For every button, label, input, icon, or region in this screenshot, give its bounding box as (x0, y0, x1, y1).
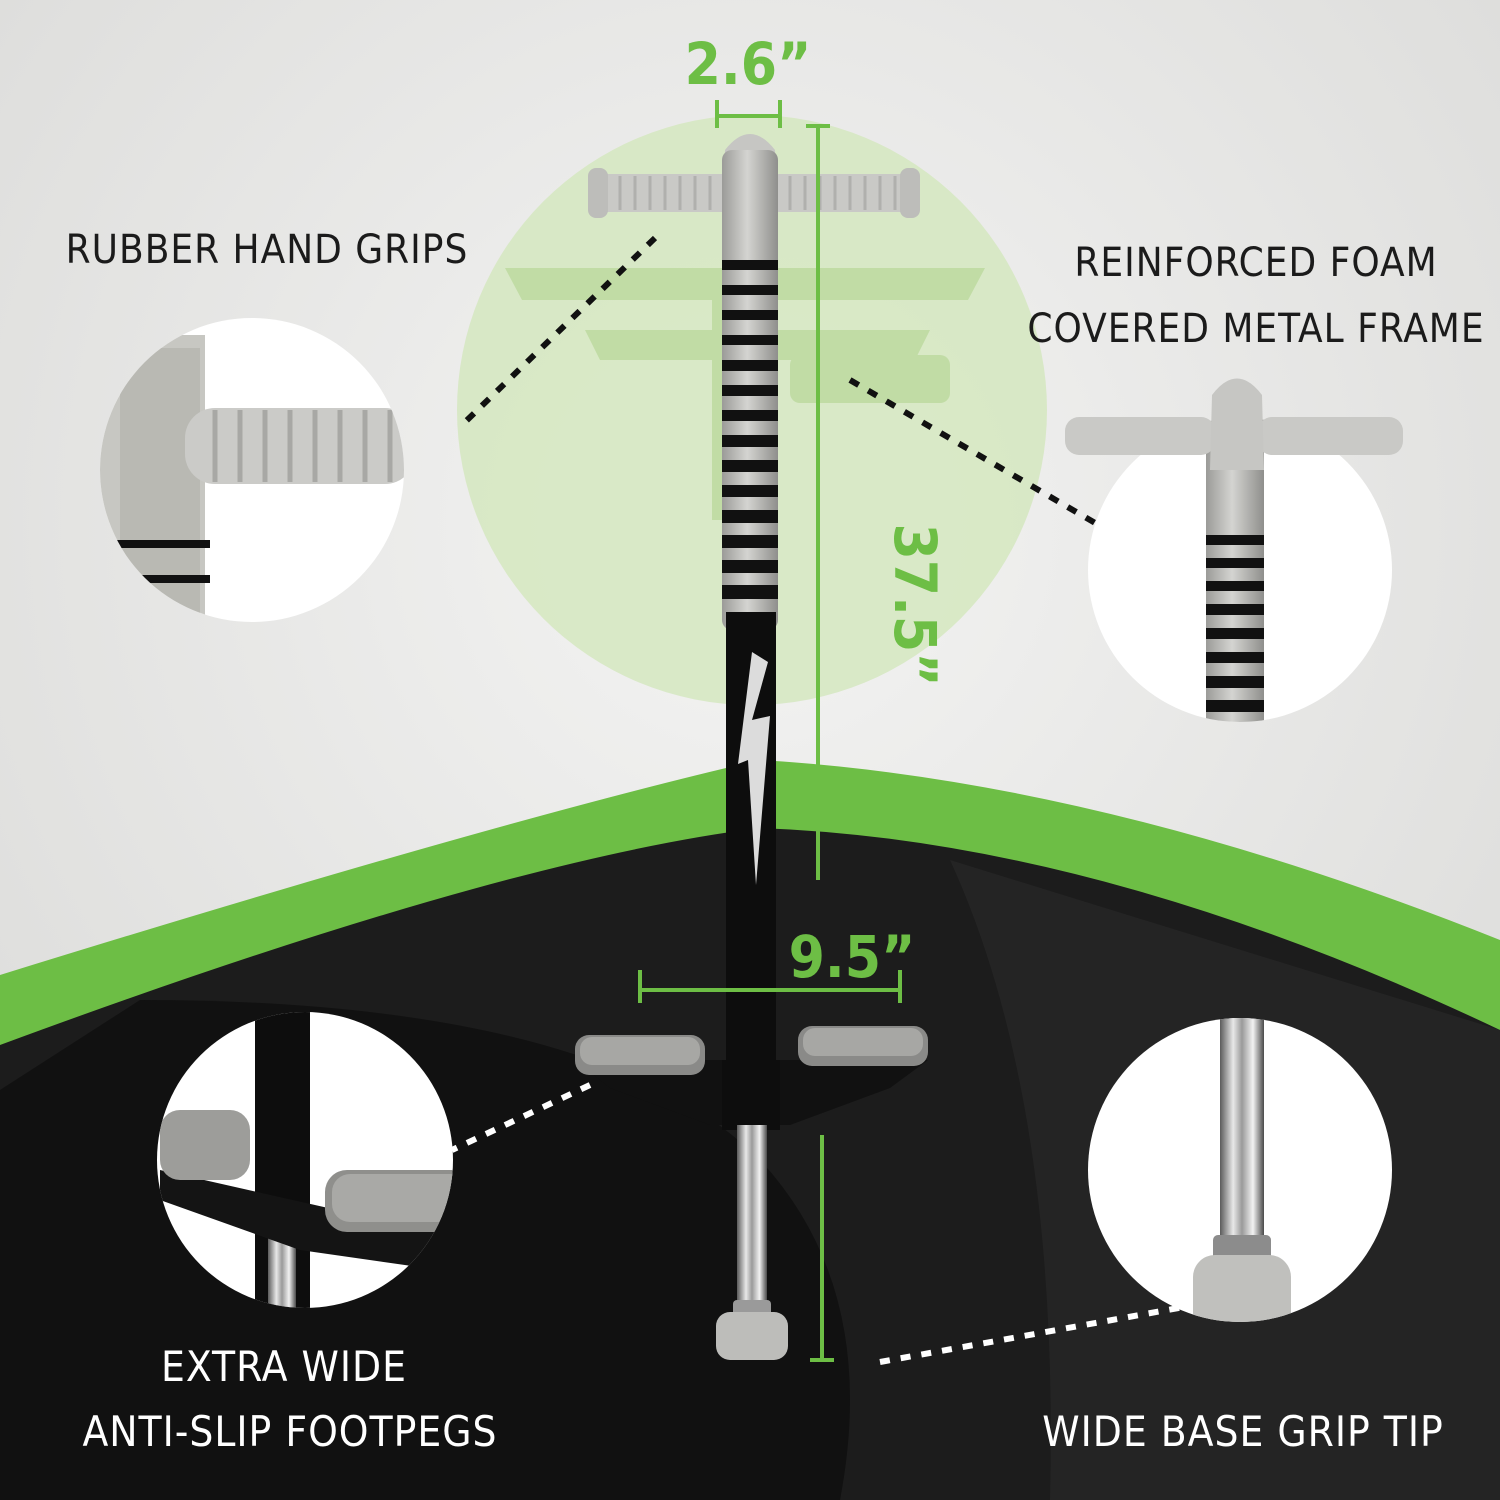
label-footpegs-line2: ANTI-SLIP FOOTPEGS (82, 1407, 497, 1456)
handlebar (588, 168, 920, 218)
pogo-stick (575, 134, 928, 1360)
dimension-height: 37.5” (881, 523, 949, 686)
dimension-footpeg-width: 9.5” (789, 923, 916, 991)
foam-stripes (722, 260, 778, 599)
label-foam-frame-line1: REINFORCED FOAM (1074, 240, 1437, 286)
label-wide-base-grip-tip: WIDE BASE GRIP TIP (1042, 1407, 1444, 1456)
detail-circle-footpegs (157, 1012, 453, 1308)
label-foam-frame-line2: COVERED METAL FRAME (1027, 306, 1484, 352)
detail-circle-foam-frame (1065, 378, 1403, 722)
rubber-tip (716, 1312, 788, 1360)
dimension-handle-width: 2.6” (685, 30, 812, 98)
chrome-piston (737, 1125, 767, 1320)
dimension-lines (638, 100, 902, 1362)
callout-leaders (450, 235, 1196, 1365)
lightning-bolt-icon (738, 652, 770, 885)
label-footpegs-line1: EXTRA WIDE (161, 1342, 407, 1391)
detail-circle-base-tip (1088, 1018, 1392, 1322)
label-rubber-hand-grips: RUBBER HAND GRIPS (66, 227, 469, 273)
footpegs (575, 1026, 928, 1130)
